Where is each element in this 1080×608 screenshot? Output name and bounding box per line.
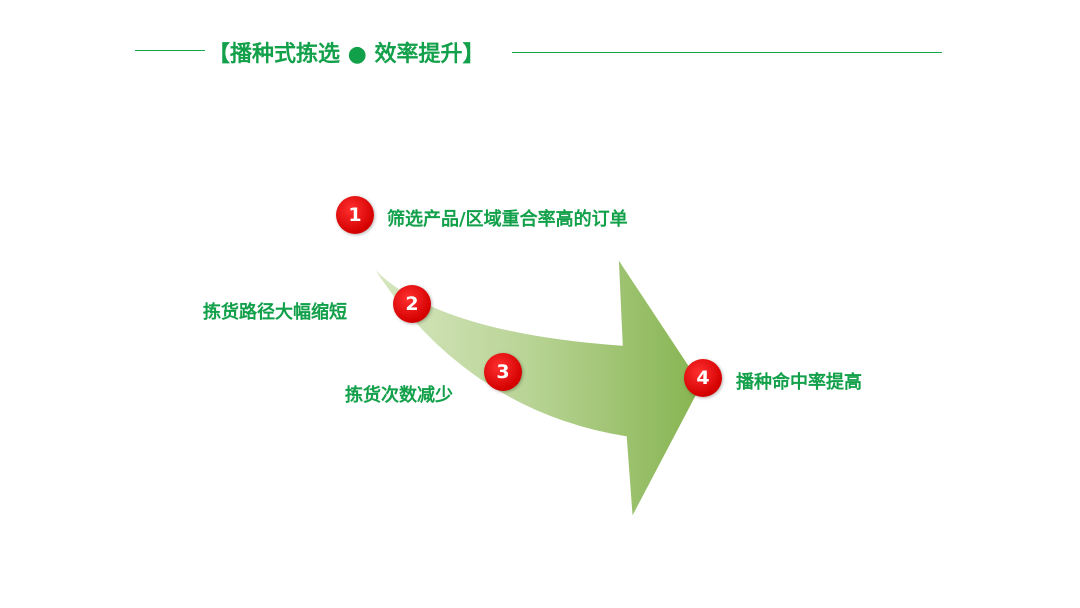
arrow-shape bbox=[351, 231, 703, 521]
title-rule-right bbox=[512, 52, 942, 53]
step-4-badge: 4 bbox=[684, 359, 722, 397]
step-2-badge: 2 bbox=[393, 285, 431, 323]
title-rule-left bbox=[135, 50, 205, 51]
step-number: 1 bbox=[348, 204, 362, 226]
step-number: 3 bbox=[496, 361, 510, 383]
step-1-label: 筛选产品/区域重合率高的订单 bbox=[387, 209, 628, 230]
step-4-label: 播种命中率提高 bbox=[736, 372, 862, 393]
step-3-label: 拣货次数减少 bbox=[345, 385, 453, 406]
step-2-label: 拣货路径大幅缩短 bbox=[203, 302, 347, 323]
page-title: 【播种式拣选 ● 效率提升】 bbox=[208, 42, 485, 67]
step-3-badge: 3 bbox=[484, 353, 522, 391]
step-number: 2 bbox=[405, 293, 419, 315]
step-1-badge: 1 bbox=[336, 196, 374, 234]
step-number: 4 bbox=[696, 367, 710, 389]
